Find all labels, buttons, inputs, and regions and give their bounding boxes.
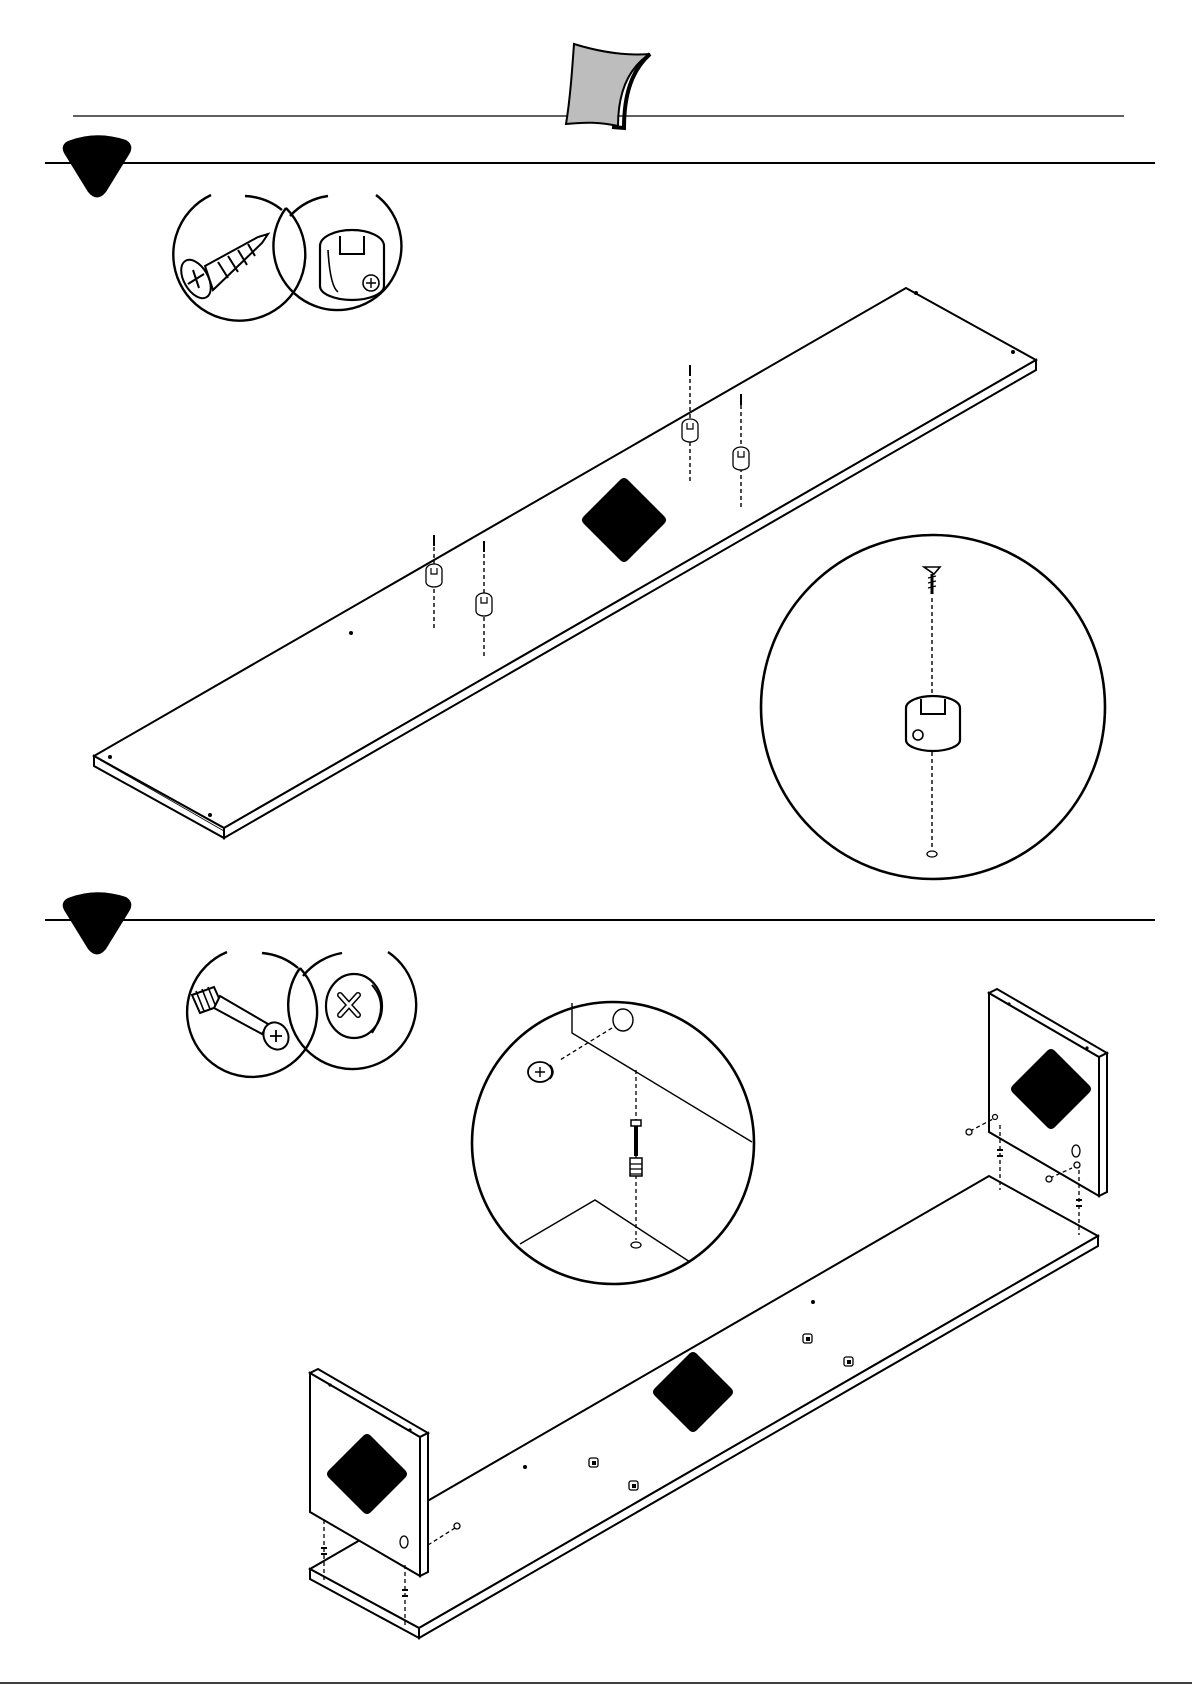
cam-lock-nut-icon [326,974,382,1038]
step-1-parts [173,195,401,321]
step-1 [45,135,1155,879]
step-2 [45,892,1155,1638]
step-2-parts [187,952,416,1077]
cam-bolt-icon [192,987,293,1054]
wood-screw-icon [175,234,268,303]
step-1-marker [63,135,132,197]
detail-clip [906,696,960,751]
shelf-support-clip-icon [320,230,384,300]
detail-cam-nut [528,1062,553,1082]
step-1-detail-circle [761,535,1105,879]
step-2-marker [63,892,132,954]
page-header [73,44,1124,128]
step-2-detail-circle [472,1002,754,1284]
